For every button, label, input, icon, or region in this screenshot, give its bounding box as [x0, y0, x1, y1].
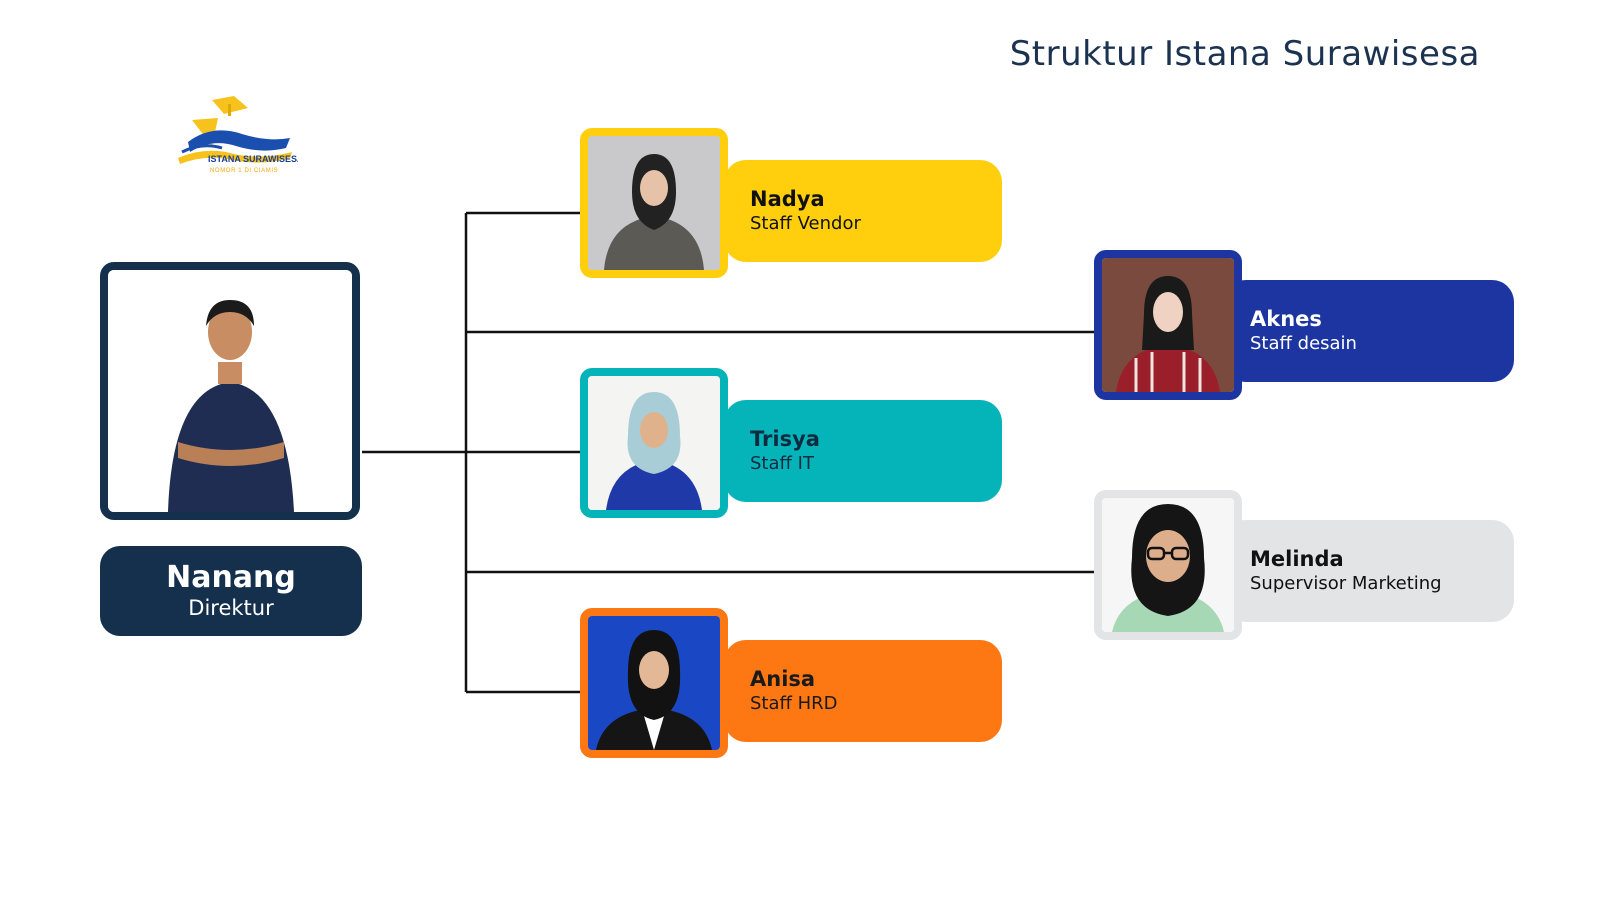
staff-label-aknes: Aknes Staff desain	[1224, 280, 1514, 382]
istana-surawisesa-logo: ISTANA SURAWISESA NOMOR 1 DI CIAMIS	[172, 96, 304, 176]
svg-text:NOMOR 1 DI CIAMIS: NOMOR 1 DI CIAMIS	[210, 168, 278, 174]
director-name: Nanang	[166, 560, 296, 595]
staff-name: Aknes	[1250, 307, 1322, 331]
director-photo	[100, 262, 360, 520]
staff-label-trisya: Trisya Staff IT	[724, 400, 1002, 502]
staff-name: Melinda	[1250, 547, 1344, 571]
staff-name: Nadya	[750, 187, 825, 211]
staff-role: Supervisor Marketing	[1250, 573, 1442, 594]
person-photo-icon	[1102, 258, 1234, 392]
staff-role: Staff Vendor	[750, 213, 861, 234]
person-photo-icon	[588, 616, 720, 750]
staff-role: Staff HRD	[750, 693, 838, 714]
person-photo-icon	[1102, 498, 1234, 632]
person-photo-icon	[588, 376, 720, 510]
svg-text:ISTANA SURAWISESA: ISTANA SURAWISESA	[208, 154, 298, 164]
staff-photo-nadya	[580, 128, 728, 278]
staff-role: Staff IT	[750, 453, 814, 474]
staff-role: Staff desain	[1250, 333, 1357, 354]
person-photo-icon	[108, 270, 352, 512]
director-role: Direktur	[188, 596, 274, 620]
staff-photo-aknes	[1094, 250, 1242, 400]
staff-photo-trisya	[580, 368, 728, 518]
person-photo-icon	[588, 136, 720, 270]
staff-name: Trisya	[750, 427, 820, 451]
staff-label-melinda: Melinda Supervisor Marketing	[1224, 520, 1514, 622]
staff-name: Anisa	[750, 667, 816, 691]
staff-photo-melinda	[1094, 490, 1242, 640]
page-title: Struktur Istana Surawisesa	[1009, 34, 1480, 74]
director-label: Nanang Direktur	[100, 546, 362, 636]
staff-label-nadya: Nadya Staff Vendor	[724, 160, 1002, 262]
staff-label-anisa: Anisa Staff HRD	[724, 640, 1002, 742]
staff-photo-anisa	[580, 608, 728, 758]
